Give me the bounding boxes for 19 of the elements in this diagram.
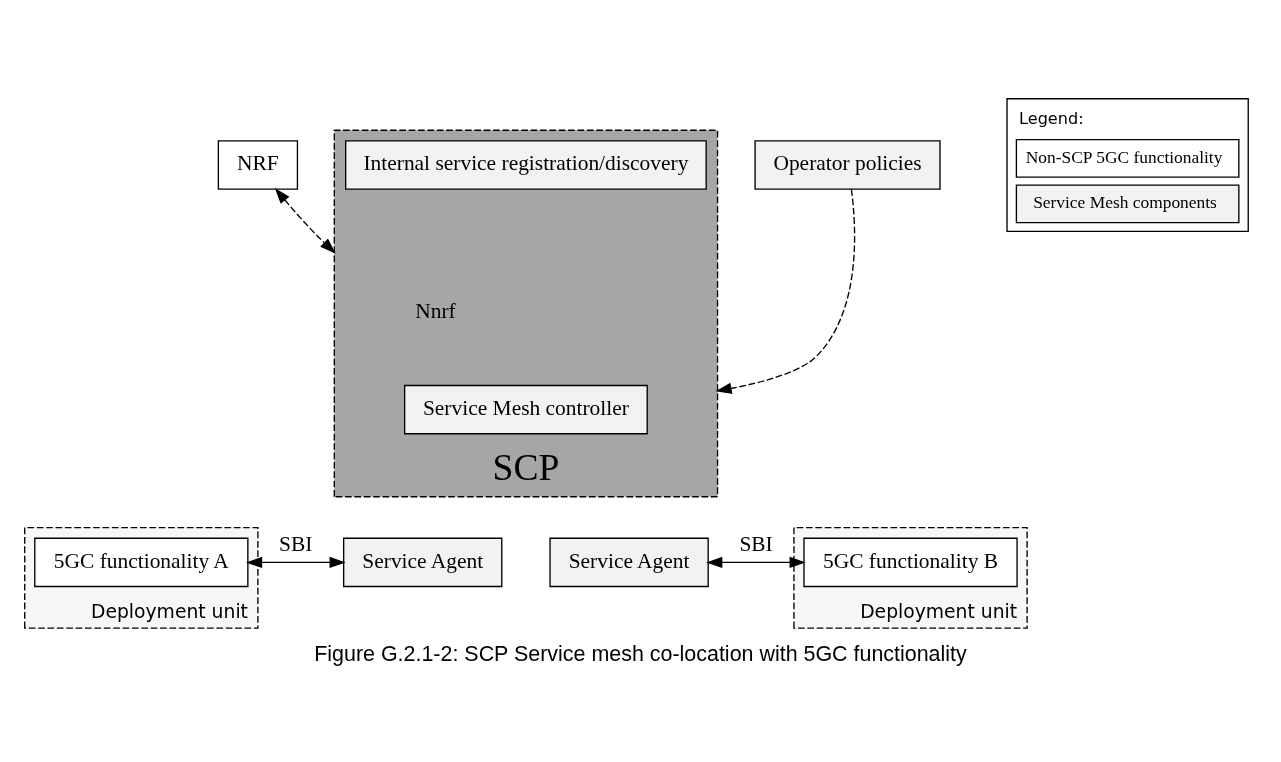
node-box: NRF bbox=[217, 139, 299, 190]
arrow bbox=[246, 556, 346, 568]
node-box: Service Agent bbox=[549, 537, 709, 587]
edge-label: Nnrf bbox=[415, 298, 456, 323]
label: Legend: bbox=[1019, 108, 1084, 128]
node-box: Internal service registration/discovery bbox=[345, 139, 707, 190]
node-box: Operator policies bbox=[754, 139, 941, 190]
arrow bbox=[274, 187, 336, 254]
node-box: Service Agent bbox=[343, 537, 503, 587]
node-box: 5GC functionality B bbox=[803, 537, 1018, 587]
node-box: Service Mesh controller bbox=[403, 384, 648, 434]
legend-label: Non-SCP 5GC functionality bbox=[1025, 146, 1223, 167]
legend-label: Service Mesh components bbox=[1033, 191, 1217, 212]
arrow bbox=[715, 188, 856, 394]
edge-label: SBI bbox=[739, 531, 773, 556]
edge-label: SBI bbox=[279, 531, 313, 556]
arrow bbox=[706, 556, 806, 568]
node-box: 5GC functionality A bbox=[34, 537, 249, 587]
caption: Figure G.2.1-2: SCP Service mesh co-location with 5GC functionality bbox=[314, 641, 967, 666]
